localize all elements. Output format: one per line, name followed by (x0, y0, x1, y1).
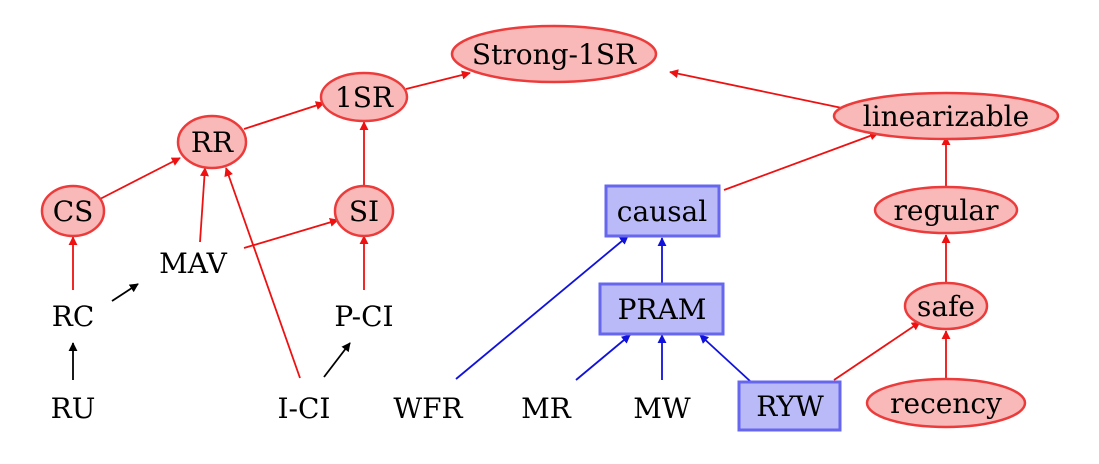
node-recency: recency (865, 377, 1027, 429)
node-rc: RC (52, 300, 95, 333)
node-si: SI (333, 184, 395, 238)
edge-ici-to-pci (323, 342, 351, 378)
node-wfr: WFR (393, 392, 463, 425)
node-strong-1sr-label: Strong-1SR (472, 38, 637, 71)
edge-linearizable-to-strong-1sr (669, 69, 843, 109)
node-rr-label: RR (191, 126, 234, 159)
node-ryw-label: RYW (756, 390, 824, 423)
edge-cs-to-rr (99, 157, 181, 200)
node-regular-label: regular (894, 194, 1000, 227)
edge-rc-to-mav (111, 283, 139, 302)
node-linearizable: linearizable (832, 91, 1060, 141)
node-si-label: SI (349, 195, 379, 228)
node-pram-label: PRAM (618, 293, 707, 326)
node-safe: safe (903, 281, 989, 331)
nodes: Strong-1SR 1SR RR CS SI linearizable reg… (40, 24, 1060, 432)
node-1sr: 1SR (319, 71, 409, 123)
node-causal-label: causal (617, 195, 707, 228)
edge-ryw-to-pram (699, 334, 751, 382)
node-pram: PRAM (598, 282, 725, 336)
node-safe-label: safe (917, 290, 975, 323)
node-1sr-label: 1SR (335, 81, 394, 114)
node-causal: causal (604, 184, 721, 238)
node-ryw: RYW (737, 380, 842, 432)
edge-ici-to-rr (224, 167, 301, 379)
edge-mr-to-pram (575, 334, 631, 381)
node-ru: RU (51, 392, 96, 425)
node-rr: RR (176, 114, 248, 170)
node-linearizable-label: linearizable (863, 100, 1029, 133)
edge-1sr-to-strong-1sr (405, 70, 471, 90)
node-mr: MR (521, 392, 572, 425)
node-mav: MAV (159, 247, 227, 280)
node-regular: regular (873, 185, 1019, 235)
node-cs-label: CS (53, 195, 94, 228)
node-mw: MW (633, 392, 691, 425)
edge-causal-to-linearizable (723, 131, 879, 191)
edge-rr-to-1sr (243, 101, 325, 130)
node-i-ci: I-CI (277, 392, 330, 425)
node-p-ci: P-CI (334, 300, 393, 333)
node-recency-label: recency (890, 387, 1002, 420)
node-cs: CS (40, 184, 106, 238)
edge-mav-to-si (243, 217, 339, 249)
edge-ryw-to-safe (833, 321, 921, 381)
edges (68, 69, 951, 382)
edge-mav-to-rr (199, 167, 209, 243)
edge-wfr-to-causal (455, 235, 629, 380)
node-strong-1sr: Strong-1SR (450, 24, 658, 84)
